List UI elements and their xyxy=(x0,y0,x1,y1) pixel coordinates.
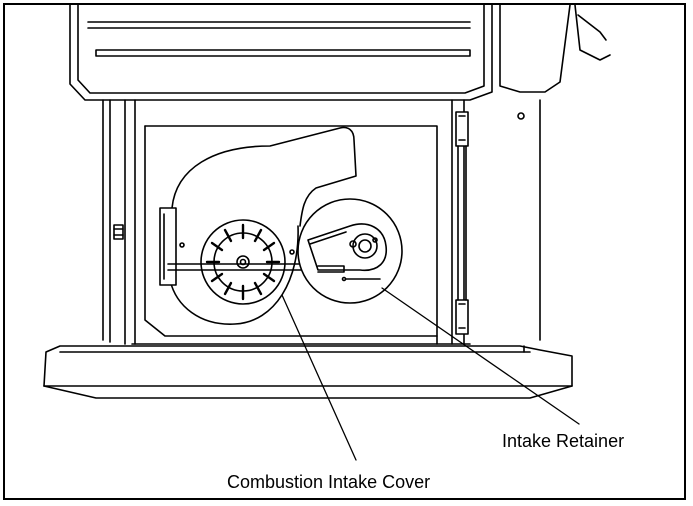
blower-wheel xyxy=(200,219,286,305)
base-tray xyxy=(43,345,573,399)
door-hinge xyxy=(455,111,525,335)
stove-upper-body xyxy=(69,4,611,101)
leader-intake-retainer xyxy=(381,287,580,425)
combustion-intake-cover-label: Combustion Intake Cover xyxy=(227,472,431,492)
leader-combustion-cover xyxy=(281,294,357,461)
callout-leaders xyxy=(281,287,580,461)
intake-retainer-label: Intake Retainer xyxy=(502,431,625,451)
side-bolt xyxy=(113,224,124,240)
intake-retainer-assembly xyxy=(297,198,403,304)
